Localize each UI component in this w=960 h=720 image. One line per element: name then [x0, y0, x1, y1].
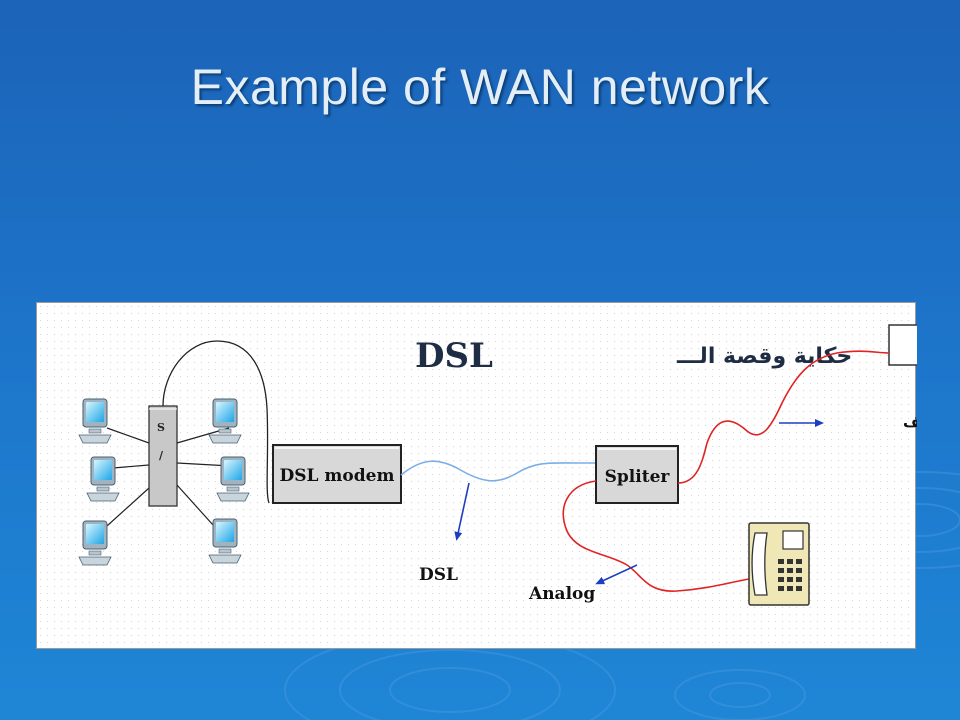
dsl-tag: DSL — [419, 565, 458, 585]
switch-label-top: S — [157, 421, 165, 434]
slide-title: Example of WAN network — [190, 59, 770, 115]
heading-dsl: DSL — [415, 336, 493, 376]
computer-icon — [208, 398, 242, 444]
computer-icon — [216, 456, 250, 502]
modem-label: DSL modem — [280, 466, 395, 486]
phone-line-tag: خط هاتف — [903, 413, 917, 431]
computer-icon — [78, 398, 112, 444]
switch-label-bottom: / — [159, 449, 164, 462]
dsl-line — [400, 460, 596, 482]
splitter-label: Spliter — [605, 467, 671, 487]
heading-arabic: حكاية وقصة الـــ — [676, 344, 852, 369]
splitter: Spliter — [595, 445, 679, 504]
line-endpoint-box — [888, 324, 917, 366]
wan-diagram: DSL حكاية وقصة الـــ S / — [36, 302, 917, 649]
dsl-callout-arrow — [454, 482, 470, 541]
diagram-canvas: DSL حكاية وقصة الـــ S / — [78, 324, 917, 606]
computer-icon — [86, 456, 120, 502]
analog-line — [562, 480, 750, 592]
dsl-modem: DSL modem — [272, 444, 402, 504]
analog-tag: Analog — [528, 584, 595, 604]
analog-callout-arrow — [595, 564, 638, 585]
phone-line — [677, 350, 890, 484]
computer-icon — [78, 520, 112, 566]
telephone-icon — [748, 522, 810, 606]
computer-icon — [208, 518, 242, 564]
switch-icon: S / — [148, 405, 178, 507]
uplink-cable — [162, 340, 270, 504]
